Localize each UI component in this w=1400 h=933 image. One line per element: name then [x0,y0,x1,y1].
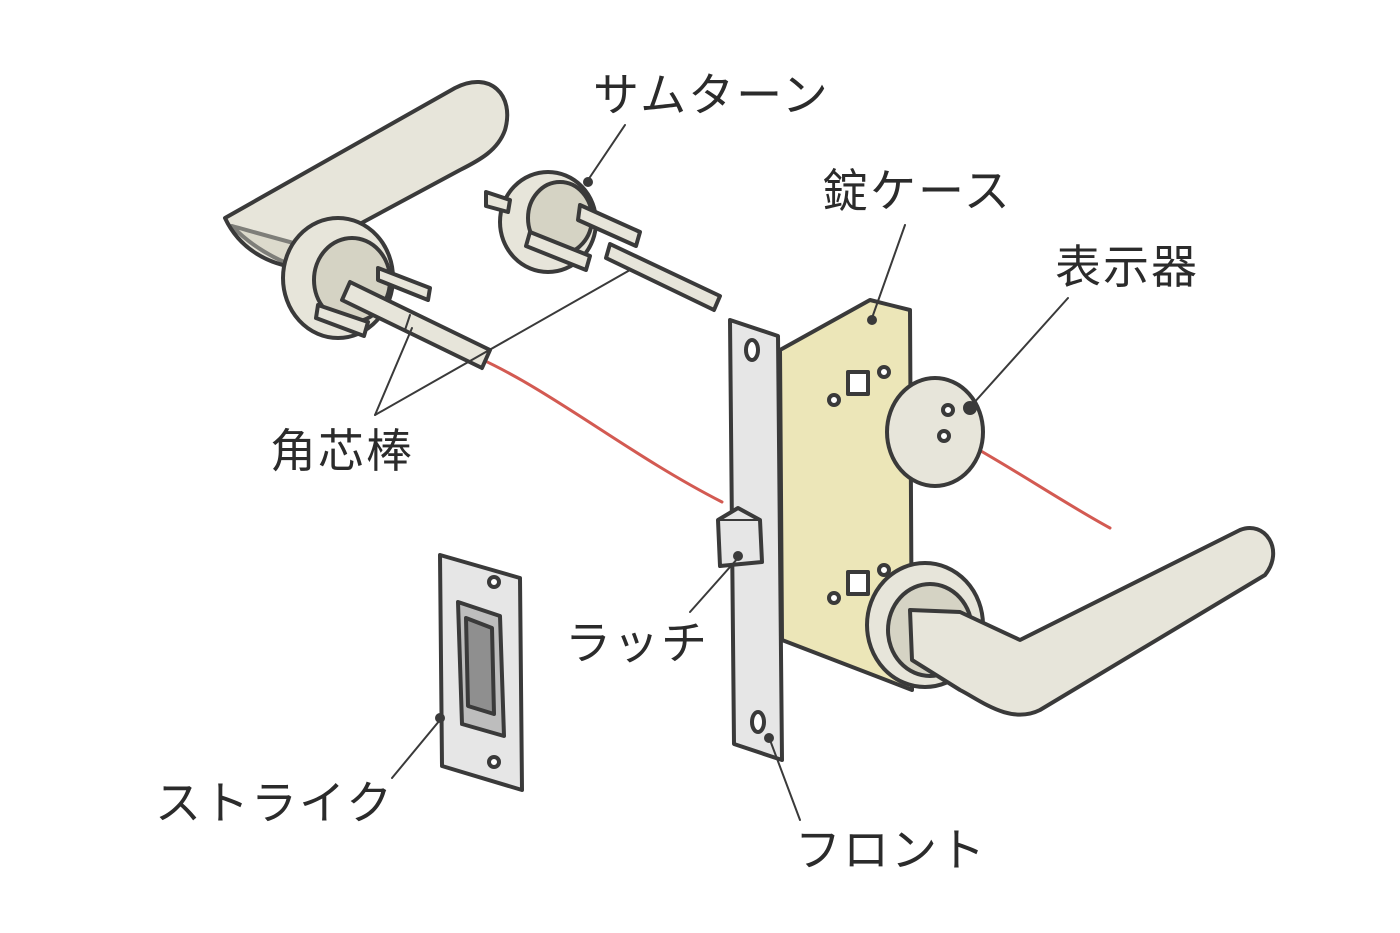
leader-indicator [972,298,1068,405]
label-lock-case: 錠ケース [822,168,1012,214]
strike-plate [440,555,522,790]
leader-dot-lock-case [868,316,876,324]
left-lever-handle [225,82,507,368]
label-strike: ストライク [155,780,394,826]
label-front: フロント [795,827,987,873]
label-latch: ラッチ [565,620,709,666]
leader-front [770,740,800,820]
right-lever-handle [867,528,1273,715]
front-plate [718,320,782,760]
axis-line-upper-left [455,348,722,502]
leader-dot-front [765,734,773,742]
label-indicator: 表示器 [1055,244,1199,290]
label-spindle: 角芯棒 [270,428,414,474]
leader-dot-latch [734,552,742,560]
thumbturn-part [486,172,720,310]
leader-strike [392,720,440,778]
leader-thumbturn [588,125,625,180]
leader-spindle-a [375,328,412,415]
leader-dot-thumbturn [584,178,592,186]
indicator-part [887,378,983,486]
leader-dot-strike [436,714,444,722]
leader-dot-indicator [966,403,974,411]
label-thumbturn: サムターン [593,72,830,118]
